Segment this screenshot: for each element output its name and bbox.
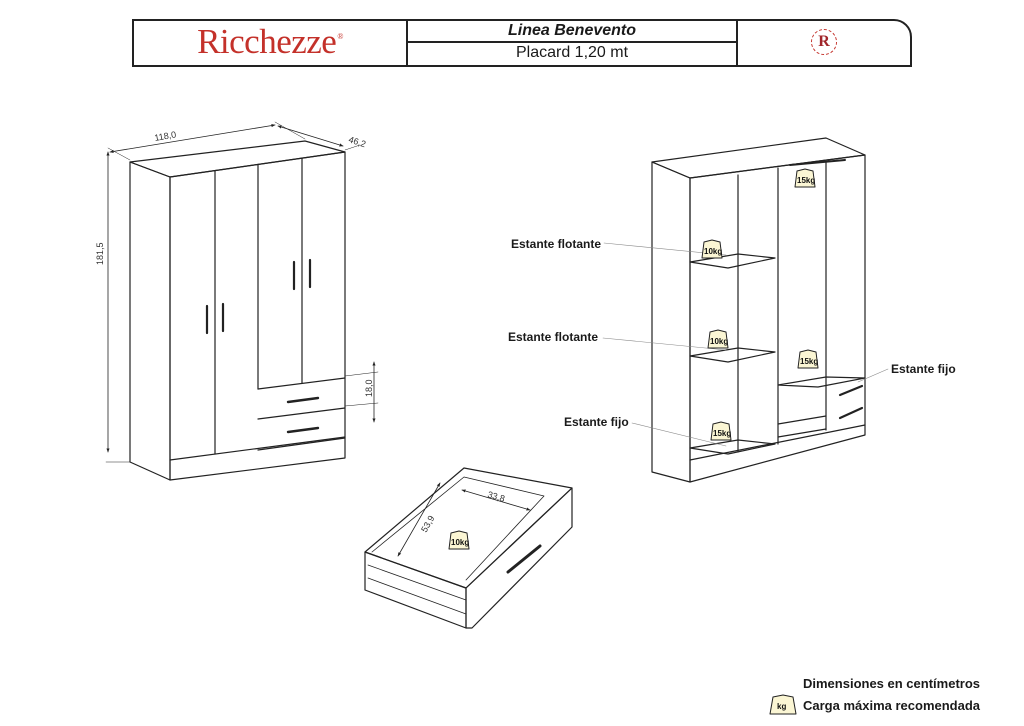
weight-badge-icon: 15kg	[794, 168, 816, 188]
dim-drawer-depth-line	[397, 482, 441, 557]
callout-shelf-floating-1: Estante flotante	[511, 237, 602, 251]
drawer-fronts	[257, 377, 346, 451]
shelf-floating-2	[689, 347, 776, 363]
load-badges: 10kg 10kg 15kg 15kg 15kg 10kg kg	[448, 168, 819, 715]
dim-width-line	[109, 124, 276, 153]
brand-monogram: R	[738, 21, 910, 63]
load-label: 10kg	[704, 247, 722, 256]
brand-name: Ricchezze	[197, 22, 337, 61]
product-line-name: Linea Benevento	[507, 22, 637, 39]
weight-badge-icon: 10kg	[707, 329, 729, 349]
wardrobe-front	[169, 151, 346, 481]
open-top	[651, 137, 866, 179]
load-label: 10kg	[710, 337, 728, 346]
callout-leader	[631, 422, 727, 447]
shelf-fixed-left	[689, 439, 776, 455]
dim-depth-label: 46,2	[347, 134, 367, 149]
dim-extension	[107, 121, 306, 161]
lower-drawer-lines	[777, 415, 827, 438]
dim-extension	[344, 371, 379, 407]
drawer-box-top	[364, 467, 573, 589]
shelf-fixed-right	[777, 376, 866, 388]
load-label: 15kg	[797, 176, 815, 185]
dim-extension	[344, 144, 361, 151]
door-seams	[214, 157, 303, 455]
title-divider-horizontal	[408, 41, 736, 43]
weight-badge-icon: 15kg	[797, 349, 819, 369]
callout-shelf-floating-2: Estante flotante	[508, 330, 599, 344]
wardrobe-top	[129, 140, 346, 178]
hanging-rod	[789, 159, 846, 166]
callout-leader	[602, 337, 727, 351]
dim-drawer-width-line	[461, 489, 531, 511]
legend-weight-icon: kg	[769, 694, 797, 715]
load-label: 10kg	[451, 538, 469, 547]
dim-drawer-width-label: 33,8	[486, 489, 506, 503]
title-block-frame	[132, 19, 912, 67]
wardrobe-closed-view	[105, 121, 379, 481]
wardrobe-side	[129, 161, 171, 481]
weight-badge-icon: 15kg	[710, 421, 732, 441]
dim-drawer-height-label: 18,0	[364, 379, 374, 397]
drawer-front	[465, 487, 573, 629]
legend-kg-label: kg	[777, 702, 786, 711]
callout-shelf-fixed-left: Estante fijo	[564, 415, 629, 429]
callout-shelf-fixed-right: Estante fijo	[891, 362, 956, 376]
dim-width-label: 118,0	[154, 129, 177, 143]
drawer-handle	[506, 544, 542, 574]
title-block: Ricchezze® Linea Benevento Placard 1,20 …	[132, 19, 912, 67]
drawer-side	[364, 551, 467, 629]
wardrobe-plinth-line	[169, 436, 346, 461]
load-label: 15kg	[713, 429, 731, 438]
dim-drawer-depth-label: 53,9	[419, 514, 436, 534]
legend-dimensions-note: Dimensiones en centímetros	[803, 676, 980, 691]
wardrobe-open-view	[602, 137, 889, 483]
title-divider	[736, 21, 738, 65]
monogram-seal: R	[811, 29, 837, 55]
open-side	[651, 161, 691, 483]
dim-height-label: 181,5	[95, 242, 105, 265]
title-divider	[406, 21, 408, 65]
weight-badge-icon: 10kg	[448, 530, 470, 550]
weight-badge-icon: 10kg	[701, 239, 723, 259]
load-label: 15kg	[800, 357, 818, 366]
internal-dividers	[737, 161, 827, 453]
product-name: Placard 1,20 mt	[515, 44, 629, 61]
monogram-letter: R	[818, 33, 830, 50]
registered-mark: ®	[337, 31, 343, 41]
legend-load-note: Carga máxima recomendada	[803, 698, 981, 713]
callout-leader	[857, 368, 889, 383]
door-handles	[205, 258, 320, 434]
drawer-view	[364, 467, 573, 629]
drawer-side-lines	[367, 564, 467, 615]
dim-depth-line	[277, 125, 344, 147]
brand-logo: Ricchezze®	[134, 21, 406, 63]
drawer-rails	[838, 384, 864, 420]
